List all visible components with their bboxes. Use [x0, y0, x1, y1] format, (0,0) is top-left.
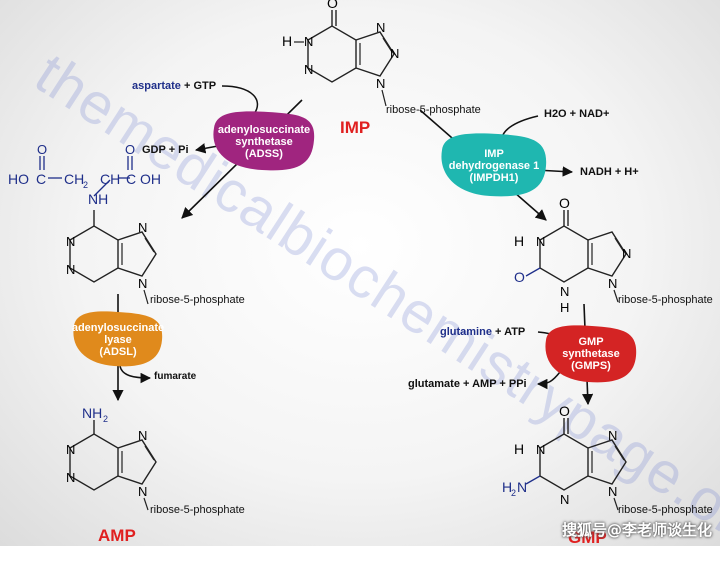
- svg-text:CH: CH: [100, 171, 120, 187]
- background: [0, 0, 720, 546]
- svg-text:HO: HO: [8, 171, 29, 187]
- svg-text:H: H: [514, 233, 524, 249]
- enzyme-adsl: adenylosuccinate lyase (ADSL): [71, 314, 165, 366]
- svg-text:N: N: [138, 220, 147, 235]
- enzyme-gmps: GMP synthetase (GMPS): [546, 328, 636, 380]
- svg-text:N: N: [66, 234, 75, 249]
- enzyme-adsl-line3: (ADSL): [99, 346, 137, 358]
- svg-text:O: O: [327, 0, 338, 11]
- enzyme-adsl-line2: lyase: [104, 334, 132, 346]
- gmp-ribose-label: ribose-5-phosphate: [618, 504, 713, 516]
- svg-text:H: H: [282, 33, 292, 49]
- svg-text:CH: CH: [64, 171, 84, 187]
- svg-text:N: N: [66, 262, 75, 277]
- svg-text:NH: NH: [82, 405, 102, 421]
- amp-ribose-label: ribose-5-phosphate: [150, 504, 245, 516]
- enzyme-gmps-line3: (GMPS): [571, 360, 611, 372]
- svg-text:C: C: [36, 171, 46, 187]
- amp-structure: NH 2 N N N N: [66, 405, 157, 511]
- reagent-gmps-products: glutamate + AMP + PPi: [408, 378, 527, 390]
- svg-text:N: N: [390, 46, 399, 61]
- svg-text:H: H: [502, 479, 512, 495]
- svg-text:N: N: [304, 62, 313, 77]
- enzyme-impdh-line3: (IMPDH1): [469, 172, 519, 184]
- svg-text:N: N: [138, 276, 147, 291]
- enzyme-adss-line2: synthetase: [235, 136, 293, 148]
- gmp-structure: O H N H 2 N N N N: [502, 403, 627, 511]
- arrow-fumarate-out: [119, 365, 152, 384]
- svg-text:N: N: [536, 234, 545, 249]
- reagent-glutamine: glutamine: [440, 326, 492, 338]
- adenylosuccinate-ribose-label: ribose-5-phosphate: [150, 294, 245, 306]
- enzyme-blob-adsl: [73, 311, 163, 367]
- enzyme-blob-adss: [213, 111, 315, 171]
- svg-text:N: N: [376, 20, 385, 35]
- svg-text:O: O: [37, 142, 47, 157]
- reagent-gdp-pi: GDP + Pi: [142, 144, 189, 156]
- svg-text:H: H: [560, 300, 569, 315]
- svg-text:N: N: [66, 442, 75, 457]
- enzyme-adss-line1: adenylosuccinate: [217, 124, 311, 136]
- svg-text:O: O: [125, 142, 135, 157]
- xmp-structure: O H N O N H N N: [514, 195, 631, 315]
- adenylosuccinate-structure: N N N N O O HO C CH 2 CH C OH NH: [8, 142, 161, 305]
- svg-text:H: H: [514, 441, 524, 457]
- enzyme-impdh-line1: IMP: [484, 148, 504, 160]
- svg-text:N: N: [622, 246, 631, 261]
- reagent-nadh: NADH + H+: [580, 166, 639, 178]
- reagent-aspartate: aspartate: [132, 80, 181, 92]
- arrow-glutamate-out: [536, 371, 561, 390]
- svg-text:N: N: [517, 479, 527, 495]
- svg-text:2: 2: [83, 180, 88, 190]
- svg-text:2: 2: [511, 488, 516, 498]
- imp-ribose-label: ribose-5-phosphate: [386, 104, 481, 116]
- svg-text:N: N: [138, 428, 147, 443]
- svg-text:N: N: [536, 442, 545, 457]
- reagent-gtp: + GTP: [183, 80, 217, 92]
- imp-structure: O H N N N N N: [282, 0, 399, 107]
- enzyme-blob-impdh: [441, 133, 547, 197]
- reagent-glutamine-atp: glutamine + ATP: [440, 326, 525, 338]
- arrow-gdp-out: [194, 143, 219, 154]
- enzyme-adss-line3: (ADSS): [245, 148, 283, 160]
- svg-text:N: N: [304, 34, 313, 49]
- imp-label: IMP: [340, 118, 371, 137]
- pathway-diagram: O H N N N N N N N N N O O HO C CH 2 CH C…: [8, 0, 637, 511]
- svg-text:O: O: [559, 195, 570, 211]
- svg-text:N: N: [376, 76, 385, 91]
- svg-text:O: O: [514, 269, 525, 285]
- svg-text:N: N: [138, 484, 147, 499]
- svg-text:N: N: [560, 492, 569, 507]
- svg-text:C: C: [126, 171, 136, 187]
- svg-text:N: N: [560, 284, 569, 299]
- svg-text:N: N: [608, 276, 617, 291]
- arrow-aspartate-in: [221, 85, 259, 115]
- reagent-h2o-nad: H2O + NAD+: [544, 108, 610, 120]
- svg-text:2: 2: [103, 414, 108, 424]
- enzyme-gmps-line1: GMP: [578, 336, 604, 348]
- reagent-fumarate: fumarate: [154, 371, 197, 382]
- svg-text:N: N: [66, 470, 75, 485]
- enzyme-gmps-line2: synthetase: [562, 348, 620, 360]
- amp-label: AMP: [98, 526, 136, 545]
- enzyme-adss: adenylosuccinate synthetase (ADSS): [214, 116, 314, 168]
- credit-watermark: 搜狐号@李老师谈生化: [561, 521, 712, 539]
- svg-text:O: O: [559, 403, 570, 419]
- xmp-ribose-label: ribose-5-phosphate: [618, 294, 713, 306]
- enzyme-impdh: IMP dehydrogenase 1 (IMPDH1): [442, 138, 546, 194]
- reagent-atp: + ATP: [495, 326, 526, 338]
- enzyme-adsl-line1: adenylosuccinate: [71, 322, 165, 334]
- svg-text:NH: NH: [88, 191, 108, 207]
- svg-text:N: N: [608, 428, 617, 443]
- gmp-label: GMP: [568, 528, 607, 547]
- enzyme-impdh-line2: dehydrogenase 1: [448, 160, 540, 172]
- enzyme-blob-gmps: [545, 325, 637, 383]
- svg-text:OH: OH: [140, 171, 161, 187]
- reagent-aspartate-gtp: aspartate + GTP: [132, 80, 216, 92]
- svg-text:N: N: [608, 484, 617, 499]
